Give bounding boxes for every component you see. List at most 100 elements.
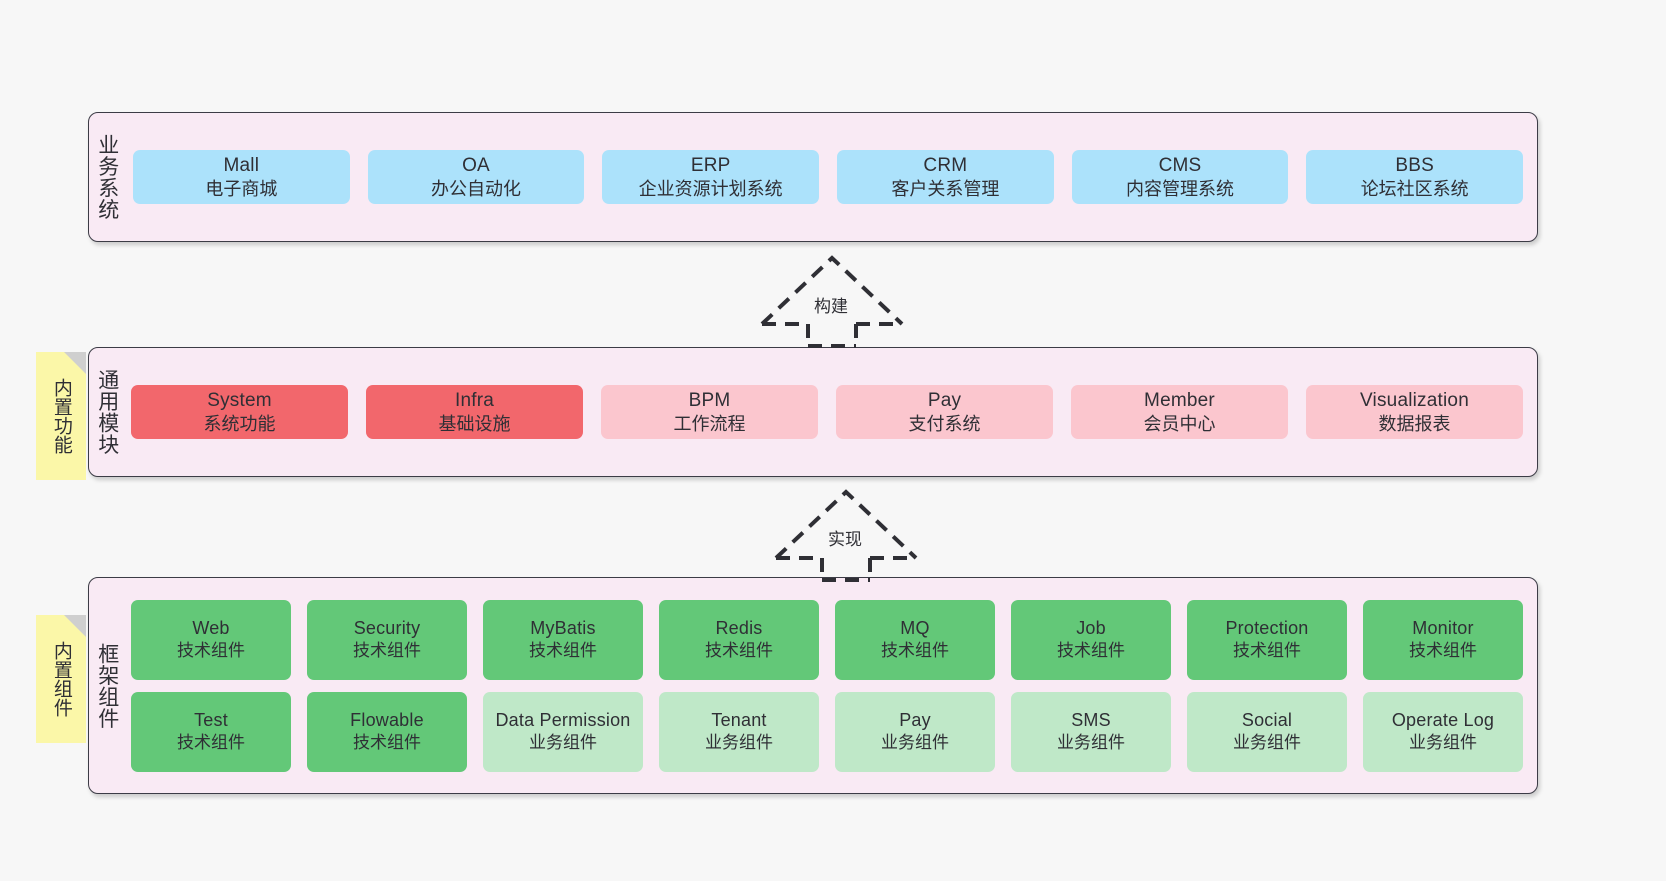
sticky-note-builtin-components-label: 内置组件 [50, 641, 72, 717]
box-social[interactable]: Social 业务组件 [1187, 691, 1347, 772]
box-pay-module-en: Pay [927, 389, 962, 411]
box-bbs-cn: 论坛社区系统 [1360, 178, 1469, 199]
box-test[interactable]: Test 技术组件 [131, 691, 291, 772]
layer-body-business-system: Mall 电子商城 OA 办公自动化 ERP 企业资源计划系统 CRM 客户关系… [125, 113, 1537, 241]
box-monitor[interactable]: Monitor 技术组件 [1363, 599, 1523, 680]
box-job[interactable]: Job 技术组件 [1011, 599, 1171, 680]
framework-tech-row: Web 技术组件 Security 技术组件 MyBatis 技术组件 Redi… [131, 599, 1523, 680]
box-operate-log-en: Operate Log [1391, 710, 1495, 731]
box-redis-cn: 技术组件 [705, 641, 773, 661]
box-pay-component-cn: 业务组件 [881, 733, 949, 753]
box-mybatis-en: MyBatis [530, 618, 596, 639]
box-mq-cn: 技术组件 [881, 641, 949, 661]
layer-title-common-module: 通用模块 [95, 369, 119, 455]
box-system-en: System [207, 389, 272, 411]
box-job-cn: 技术组件 [1057, 641, 1125, 661]
box-operate-log-cn: 业务组件 [1409, 733, 1477, 753]
box-pay-component-en: Pay [899, 710, 931, 731]
box-social-cn: 业务组件 [1233, 733, 1301, 753]
box-operate-log[interactable]: Operate Log 业务组件 [1363, 691, 1523, 772]
layer-body-common-module: System 系统功能 Infra 基础设施 BPM 工作流程 Pay 支付系统… [125, 348, 1537, 476]
box-mall-en: Mall [223, 154, 260, 176]
layer-body-framework-component: Web 技术组件 Security 技术组件 MyBatis 技术组件 Redi… [125, 578, 1537, 793]
box-redis-en: Redis [715, 618, 763, 639]
box-visualization[interactable]: Visualization 数据报表 [1306, 384, 1523, 440]
connector-implement-label: 实现 [828, 530, 862, 549]
box-security[interactable]: Security 技术组件 [307, 599, 467, 680]
box-data-permission[interactable]: Data Permission 业务组件 [483, 691, 643, 772]
box-web[interactable]: Web 技术组件 [131, 599, 291, 680]
box-infra-cn: 基础设施 [438, 413, 511, 434]
box-infra-en: Infra [454, 389, 495, 411]
box-sms[interactable]: SMS 业务组件 [1011, 691, 1171, 772]
box-visualization-cn: 数据报表 [1378, 413, 1451, 434]
box-pay-module-cn: 支付系统 [908, 413, 981, 434]
box-mq[interactable]: MQ 技术组件 [835, 599, 995, 680]
box-flowable[interactable]: Flowable 技术组件 [307, 691, 467, 772]
box-sms-cn: 业务组件 [1057, 733, 1125, 753]
box-data-permission-cn: 业务组件 [529, 733, 597, 753]
box-system[interactable]: System 系统功能 [131, 384, 348, 440]
framework-business-row: Test 技术组件 Flowable 技术组件 Data Permission … [131, 691, 1523, 772]
box-monitor-en: Monitor [1412, 618, 1474, 639]
box-tenant[interactable]: Tenant 业务组件 [659, 691, 819, 772]
box-redis[interactable]: Redis 技术组件 [659, 599, 819, 680]
box-bpm-cn: 工作流程 [673, 413, 746, 434]
box-bbs[interactable]: BBS 论坛社区系统 [1306, 149, 1524, 205]
box-protection[interactable]: Protection 技术组件 [1187, 599, 1347, 680]
box-erp-cn: 企业资源计划系统 [638, 178, 783, 199]
box-mq-en: MQ [900, 618, 930, 639]
box-protection-cn: 技术组件 [1233, 641, 1301, 661]
box-bbs-en: BBS [1395, 154, 1434, 176]
layer-business-system: 业务系统 Mall 电子商城 OA 办公自动化 ERP 企业资源计划系统 CRM [88, 112, 1538, 242]
box-web-cn: 技术组件 [177, 641, 245, 661]
box-infra[interactable]: Infra 基础设施 [366, 384, 583, 440]
box-bpm[interactable]: BPM 工作流程 [601, 384, 818, 440]
box-sms-en: SMS [1071, 710, 1111, 731]
box-cms[interactable]: CMS 内容管理系统 [1071, 149, 1289, 205]
business-system-row: Mall 电子商城 OA 办公自动化 ERP 企业资源计划系统 CRM 客户关系… [133, 149, 1524, 205]
box-mybatis-cn: 技术组件 [529, 641, 597, 661]
box-crm-cn: 客户关系管理 [891, 178, 1000, 199]
box-security-en: Security [353, 618, 421, 639]
box-system-cn: 系统功能 [203, 413, 276, 434]
box-oa-en: OA [462, 154, 490, 176]
common-module-row: System 系统功能 Infra 基础设施 BPM 工作流程 Pay 支付系统… [131, 384, 1523, 440]
box-oa-cn: 办公自动化 [431, 178, 521, 199]
box-member[interactable]: Member 会员中心 [1071, 384, 1288, 440]
layer-title-business-system: 业务系统 [95, 134, 119, 220]
box-flowable-en: Flowable [350, 710, 424, 731]
connector-build-arrow [752, 252, 912, 348]
box-pay-module[interactable]: Pay 支付系统 [836, 384, 1053, 440]
box-flowable-cn: 技术组件 [353, 733, 421, 753]
box-member-cn: 会员中心 [1143, 413, 1216, 434]
box-web-en: Web [192, 618, 230, 639]
sticky-fold-icon [64, 352, 86, 374]
connector-build-label: 构建 [814, 297, 848, 316]
sticky-note-builtin-components: 内置组件 [36, 615, 86, 743]
sticky-fold-icon [64, 615, 86, 637]
box-monitor-cn: 技术组件 [1409, 641, 1477, 661]
sticky-note-builtin-features: 内置功能 [36, 352, 86, 480]
box-data-permission-en: Data Permission [495, 710, 631, 731]
box-visualization-en: Visualization [1360, 389, 1469, 411]
box-security-cn: 技术组件 [353, 641, 421, 661]
box-pay-component[interactable]: Pay 业务组件 [835, 691, 995, 772]
box-test-cn: 技术组件 [177, 733, 245, 753]
box-social-en: Social [1241, 710, 1293, 731]
box-tenant-cn: 业务组件 [705, 733, 773, 753]
box-mall[interactable]: Mall 电子商城 [133, 149, 350, 205]
box-crm-en: CRM [923, 154, 968, 176]
box-erp[interactable]: ERP 企业资源计划系统 [602, 149, 820, 205]
box-oa[interactable]: OA 办公自动化 [367, 149, 585, 205]
layer-common-module: 通用模块 System 系统功能 Infra 基础设施 BPM 工作流程 Pay [88, 347, 1538, 477]
box-protection-en: Protection [1225, 618, 1309, 639]
connector-implement-arrow [766, 486, 926, 582]
box-cms-en: CMS [1158, 154, 1202, 176]
layer-title-framework-component: 框架组件 [95, 642, 119, 729]
box-tenant-en: Tenant [711, 710, 767, 731]
box-mybatis[interactable]: MyBatis 技术组件 [483, 599, 643, 680]
box-mall-cn: 电子商城 [205, 178, 278, 199]
box-crm[interactable]: CRM 客户关系管理 [837, 149, 1054, 205]
